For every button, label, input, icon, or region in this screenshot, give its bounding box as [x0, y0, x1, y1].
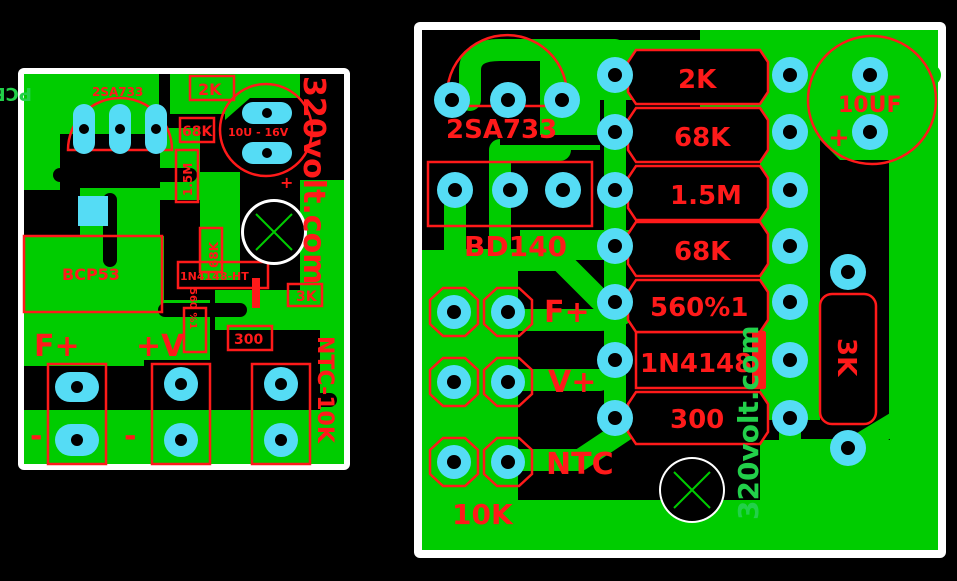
large-diode-band: [752, 332, 766, 388]
small-r300-outline: [226, 324, 274, 352]
small-cap-outline: [218, 82, 314, 178]
large-label-15m: 1.5M: [670, 181, 742, 211]
large-label-3k: 3K: [831, 338, 861, 377]
small-label-minus-mid: -: [124, 419, 136, 454]
small-label-cap-plus: +: [280, 173, 293, 192]
small-label-3k: 3K: [296, 289, 318, 305]
small-label-560: 560 %1: [187, 288, 198, 329]
large-resistor-bodies: [626, 48, 770, 446]
small-diode-band: [252, 278, 260, 308]
small-diode-outline: [176, 260, 270, 290]
large-connector-outlines: [428, 286, 534, 488]
small-r68k-outline: [178, 116, 216, 144]
large-cap-outline: [806, 34, 938, 166]
small-bcp53-outline: [22, 234, 164, 314]
large-label-ntc-value: 10K: [452, 498, 514, 531]
large-board-silkscreen: [426, 33, 938, 426]
small-label-bcp53: BCP53: [62, 265, 120, 284]
small-pad-f-outline: [46, 362, 108, 466]
small-board: PCB 2SA733 2K 68K 1.5M 10U - 16V + 68K 1…: [0, 68, 350, 470]
large-label-v-plus: V+: [548, 365, 596, 400]
large-label-68k-a: 68K: [674, 123, 731, 153]
small-label-15m: 1.5M: [181, 163, 195, 196]
small-pad-v-outline: [150, 362, 212, 466]
small-credit: 320volt.com: [296, 76, 331, 284]
small-label-f-plus: F+: [34, 329, 80, 364]
large-board: 2SA733 BD140 2K 68K 1.5M 68K 560%1 1N414…: [414, 22, 946, 558]
small-label-68k-b: 68K: [207, 241, 221, 268]
small-label-cap: 10U - 16V: [228, 126, 289, 139]
large-2sa733-outline: [445, 33, 569, 108]
small-r68k-b-outline: [198, 226, 224, 274]
large-label-2k: 2K: [678, 65, 717, 95]
large-label-300: 300: [670, 405, 724, 435]
large-label-cap-plus: +: [828, 123, 850, 153]
large-label-f-plus: F+: [544, 295, 590, 330]
small-pad-ntc-outline: [250, 362, 312, 466]
small-label-minus-left: -: [30, 419, 42, 454]
small-label-ntc: NTC-10K: [312, 336, 337, 444]
large-label-cap: 10UF: [838, 93, 902, 118]
small-label-300: 300: [234, 332, 263, 348]
large-label-560: 560%1: [650, 293, 748, 323]
large-label-68k-b: 68K: [674, 237, 731, 267]
small-pcb-tag: PCB: [0, 83, 32, 104]
small-label-68k-a: 68K: [182, 124, 213, 140]
small-fiducial: [241, 199, 307, 265]
large-fiducial: [659, 457, 725, 523]
large-r3k-outline: [818, 292, 878, 426]
small-label-2sa733: 2SA733: [92, 85, 143, 99]
large-credit: 320volt.com: [732, 325, 765, 520]
small-board-silkscreen: [22, 74, 324, 466]
large-label-diode: 1N4148: [640, 349, 752, 379]
large-label-bd140: BD140: [464, 230, 567, 263]
small-r560-outline: [182, 306, 208, 354]
small-label-diode: 1N4148-HT: [180, 270, 249, 283]
small-label-v-plus: +V: [136, 329, 185, 364]
large-label-2sa733: 2SA733: [446, 115, 557, 145]
small-r3k-outline: [286, 282, 324, 308]
large-label-ntc: NTC: [546, 447, 614, 482]
small-r2k-outline: [188, 74, 236, 102]
small-pad-bcp: [78, 196, 108, 226]
small-label-2k: 2K: [198, 80, 222, 99]
large-bd140-outline: [426, 160, 594, 228]
small-r15m-outline: [174, 148, 200, 204]
